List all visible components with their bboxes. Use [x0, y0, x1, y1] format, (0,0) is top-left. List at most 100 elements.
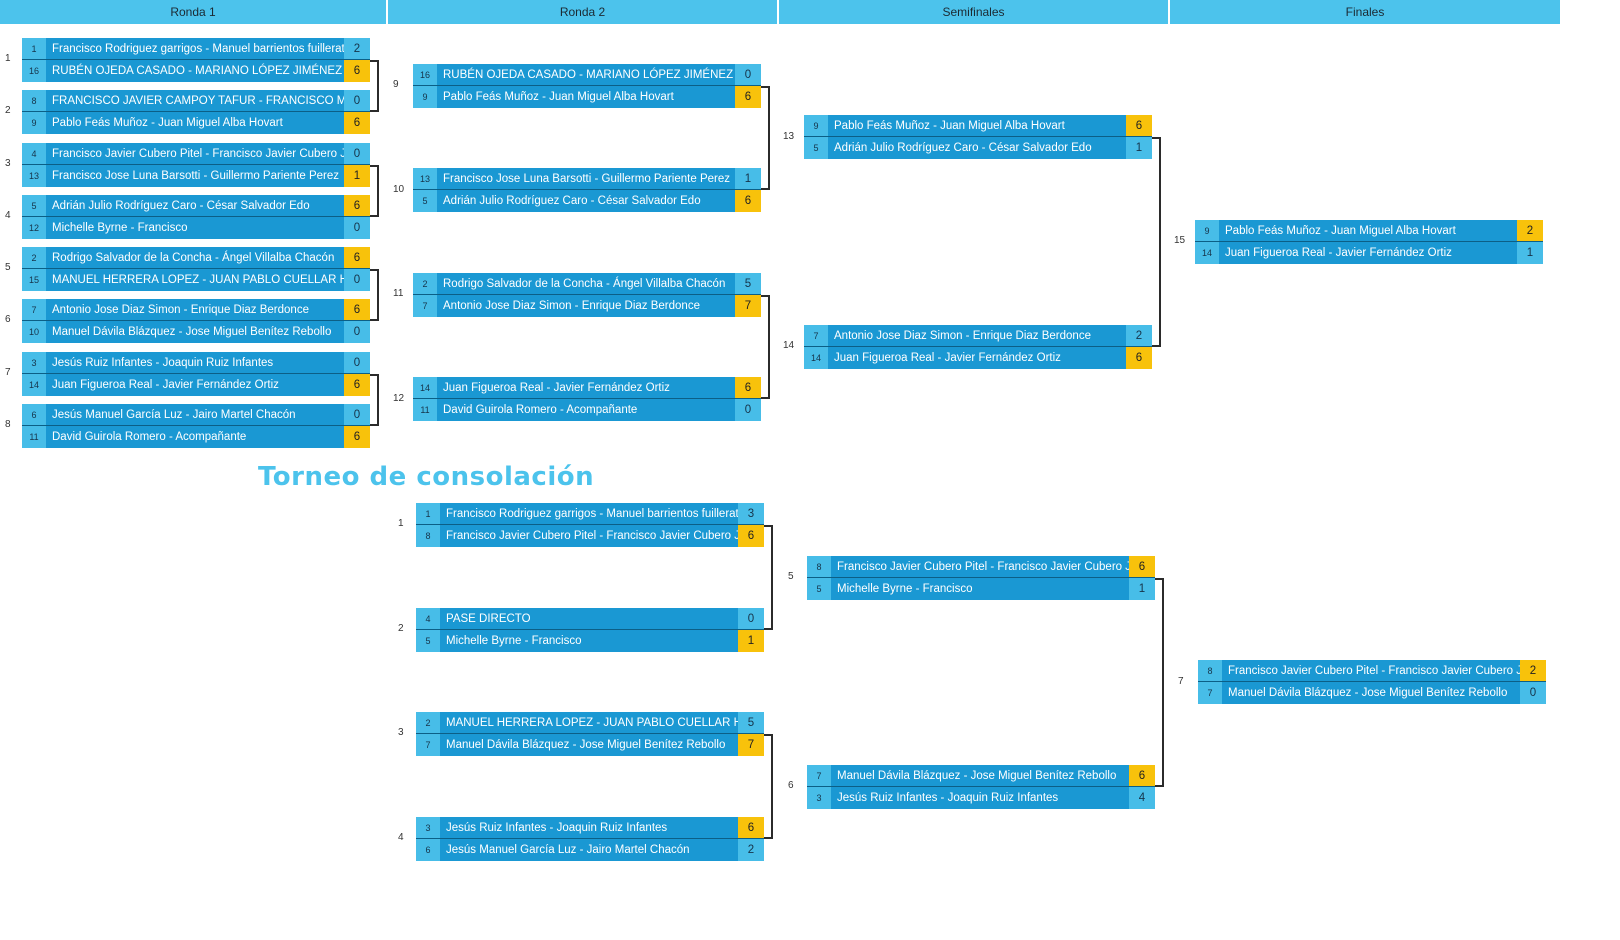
round-tab-ronda-2[interactable]: Ronda 2 — [388, 0, 777, 24]
team-name: Jesús Ruiz Infantes - Joaquin Ruiz Infan… — [446, 822, 668, 834]
team-name: Francisco Rodriguez garrigos - Manuel ba… — [52, 43, 344, 55]
consolation-next-match-number: 6 — [788, 779, 794, 791]
main-next-match-number: 14 — [783, 340, 795, 351]
team-score: 1 — [1126, 137, 1152, 159]
team-seed: 5 — [416, 630, 440, 652]
main-match-number: 1 — [5, 53, 11, 64]
team-score: 6 — [735, 190, 761, 212]
team-score: 0 — [344, 143, 370, 164]
team-name: Michelle Byrne - Francisco — [837, 583, 973, 595]
team-seed: 1 — [416, 503, 440, 524]
team-name: RUBÉN OJEDA CASADO - MARIANO LÓPEZ JIMÉN… — [443, 69, 734, 81]
round-tab-finales[interactable]: Finales — [1170, 0, 1560, 24]
team-score: 0 — [1520, 682, 1546, 704]
team-name: Adrián Julio Rodríguez Caro - César Salv… — [52, 200, 310, 212]
consolation-next-match-number: 7 — [1178, 675, 1184, 687]
consolation-match-number: 3 — [398, 727, 404, 738]
team-score: 5 — [738, 712, 764, 733]
team-score: 0 — [344, 269, 370, 291]
main-match-number: 8 — [5, 419, 11, 430]
consolation-bracket-connector — [764, 525, 773, 630]
main-match-number: 6 — [5, 314, 11, 325]
main-next-match-number: 13 — [783, 131, 795, 142]
main-next-match-number: 11 — [393, 288, 404, 299]
team-seed: 8 — [416, 525, 440, 547]
consolation-bracket-connector — [764, 734, 773, 839]
team-score: 0 — [735, 64, 761, 85]
team-name: David Guirola Romero - Acompañante — [443, 404, 638, 416]
team-score: 7 — [738, 734, 764, 756]
main-bracket-connector — [370, 374, 379, 426]
round-tab-semifinales[interactable]: Semifinales — [779, 0, 1168, 24]
round-tab-ronda-1[interactable]: Ronda 1 — [0, 0, 386, 24]
team-seed: 4 — [22, 143, 46, 164]
